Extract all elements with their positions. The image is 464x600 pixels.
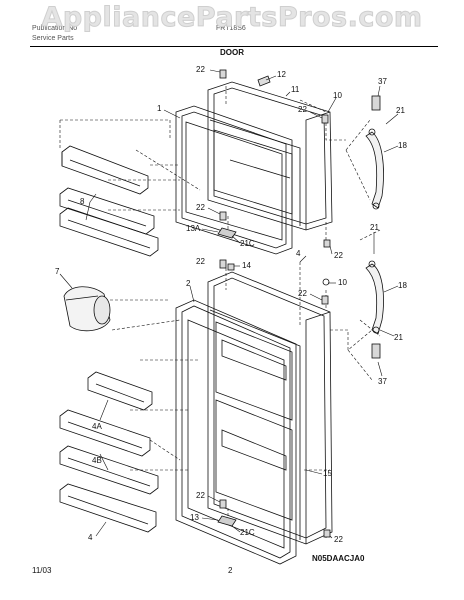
callout-leaders xyxy=(59,69,399,539)
door-shelf-4A xyxy=(87,371,153,411)
header-service: Service Parts xyxy=(32,35,74,42)
callout-21-top: 21 xyxy=(396,106,405,115)
callout-10-top: 10 xyxy=(333,91,342,100)
callout-12: 12 xyxy=(277,70,286,79)
door-shelf-lower-a xyxy=(59,409,151,457)
header-model: FRT18S6 xyxy=(216,25,246,32)
callout-14: 14 xyxy=(242,261,251,270)
freezer-door-panel xyxy=(207,81,333,231)
lower-hinge-parts xyxy=(219,259,381,359)
callout-7: 7 xyxy=(55,267,60,276)
callout-22-bot: 22 xyxy=(196,491,205,500)
callout-22-low: 22 xyxy=(196,257,205,266)
freezer-door-shelf-middle xyxy=(59,187,155,235)
callout-4B: 4B xyxy=(92,456,102,465)
fresh-food-door-panel xyxy=(207,271,333,545)
callout-22-low2: 22 xyxy=(298,289,307,298)
freezer-door-shelf-upper xyxy=(61,145,149,195)
door-shelf-4 xyxy=(59,483,157,533)
footer-page-number: 2 xyxy=(228,566,233,575)
callout-22-top: 22 xyxy=(196,65,205,74)
callout-21C-bot: 21C xyxy=(240,528,255,537)
callout-37-top: 37 xyxy=(378,77,387,86)
upper-hinge-parts xyxy=(219,69,381,124)
callout-13: 13 xyxy=(190,513,199,522)
callout-11: 11 xyxy=(291,85,300,94)
callout-22-bot2: 22 xyxy=(334,535,343,544)
upper-bottom-hinge xyxy=(217,211,331,248)
callout-10-low: 10 xyxy=(338,278,347,287)
callout-22-hinge: 22 xyxy=(298,105,307,114)
diagram-code: N05DAACJA0 xyxy=(312,554,365,563)
callout-labels: 22 12 11 1 10 22 37 21 18 8 22 13A 21C 2… xyxy=(55,65,407,544)
header-publication: Publication No xyxy=(32,25,78,32)
callout-1: 1 xyxy=(157,104,162,113)
callout-8: 8 xyxy=(80,197,85,206)
dairy-door xyxy=(63,286,111,332)
section-title: DOOR xyxy=(220,48,244,57)
header-rule xyxy=(30,46,438,47)
upper-handle xyxy=(365,128,384,210)
freezer-door-gasket xyxy=(175,105,293,255)
callout-21-low: 21 xyxy=(394,333,403,342)
callout-18-top: 18 xyxy=(398,141,407,150)
leader-lines-upper xyxy=(59,86,381,241)
bottom-hinge-parts xyxy=(217,499,331,538)
callout-18-low: 18 xyxy=(398,281,407,290)
callout-15: 15 xyxy=(323,469,332,478)
lower-handle xyxy=(365,260,384,335)
callout-21C-top: 21C xyxy=(240,239,255,248)
freezer-door-shelf-lower xyxy=(59,207,159,257)
door-shelf-4B xyxy=(59,445,159,495)
callout-13A: 13A xyxy=(186,224,201,233)
callout-2: 2 xyxy=(186,279,191,288)
fresh-food-door-gasket xyxy=(175,299,297,565)
callout-22-right: 22 xyxy=(334,251,343,260)
callout-21-mid: 21 xyxy=(370,223,379,232)
callout-22-mid: 22 xyxy=(196,203,205,212)
callout-4A: 4A xyxy=(92,422,102,431)
callout-4: 4 xyxy=(88,533,93,542)
callout-37-low: 37 xyxy=(378,377,387,386)
footer-date: 11/03 xyxy=(32,566,52,575)
callout-4-pin: 4 xyxy=(296,249,301,258)
